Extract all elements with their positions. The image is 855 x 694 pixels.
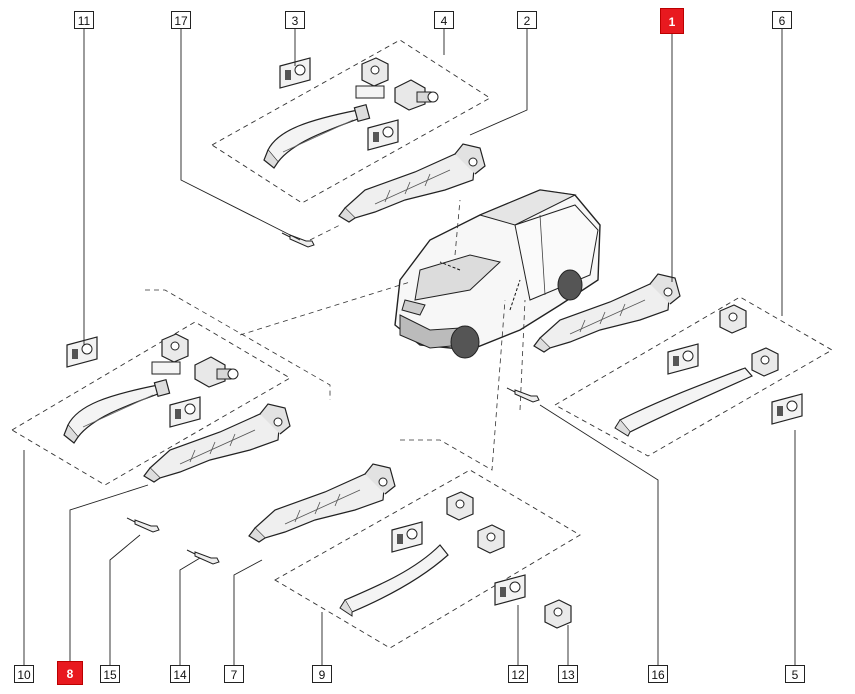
callout-15[interactable]: 15	[100, 665, 120, 683]
callout-5[interactable]: 5	[785, 665, 805, 683]
part-lock-cylinder-a	[394, 79, 439, 111]
van-illustration	[394, 189, 601, 359]
callout-4[interactable]: 4	[434, 11, 454, 29]
part-cover-plate-11	[66, 336, 98, 368]
group-bottom-boundary	[274, 469, 581, 649]
part-end-cap-c	[719, 304, 747, 334]
callout-11[interactable]: 11	[74, 11, 94, 29]
callout-13[interactable]: 13	[558, 665, 578, 683]
part-cover-plate-l	[169, 396, 201, 428]
part-end-cap-f	[477, 524, 505, 554]
callout-10[interactable]: 10	[14, 665, 34, 683]
callout-7[interactable]: 7	[224, 665, 244, 683]
callout-16[interactable]: 16	[648, 665, 668, 683]
part-cover-plate-5	[771, 393, 803, 425]
callout-14[interactable]: 14	[170, 665, 190, 683]
leader-lines	[23, 29, 796, 665]
part-handle-bottom	[339, 544, 449, 617]
callout-3[interactable]: 3	[285, 11, 305, 29]
part-end-cap-e	[446, 491, 474, 521]
part-pin-right	[506, 387, 540, 403]
part-pin-top	[281, 232, 315, 248]
group-right-boundary	[554, 296, 833, 457]
part-pin-14	[186, 549, 220, 565]
part-cover-plate-b	[367, 119, 399, 151]
part-lock-cylinder-l	[194, 356, 239, 388]
callout-6[interactable]: 6	[772, 11, 792, 29]
part-end-cap-l	[161, 333, 189, 363]
callout-9[interactable]: 9	[312, 665, 332, 683]
callout-8[interactable]: 8	[57, 661, 83, 685]
part-bracket-top	[338, 143, 486, 223]
part-handle-right	[614, 367, 753, 437]
callout-17[interactable]: 17	[171, 11, 191, 29]
part-cover-plate-e	[391, 521, 423, 553]
callout-1[interactable]: 1	[660, 8, 684, 34]
part-handle-top	[263, 104, 371, 169]
part-end-cap-13	[544, 599, 572, 629]
callout-12[interactable]: 12	[508, 665, 528, 683]
part-end-cap-d	[751, 347, 779, 377]
part-cover-plate-c	[667, 343, 699, 375]
part-end-cap-a	[361, 57, 389, 87]
part-bracket-bottom	[248, 463, 396, 543]
callout-2[interactable]: 2	[517, 11, 537, 29]
part-cover-plate-12	[494, 574, 526, 606]
part-pin-15	[126, 517, 160, 533]
group-left-boundary	[11, 321, 291, 486]
part-bracket-left	[143, 403, 291, 483]
part-handle-left	[63, 379, 171, 444]
connector-dashes	[145, 199, 526, 471]
